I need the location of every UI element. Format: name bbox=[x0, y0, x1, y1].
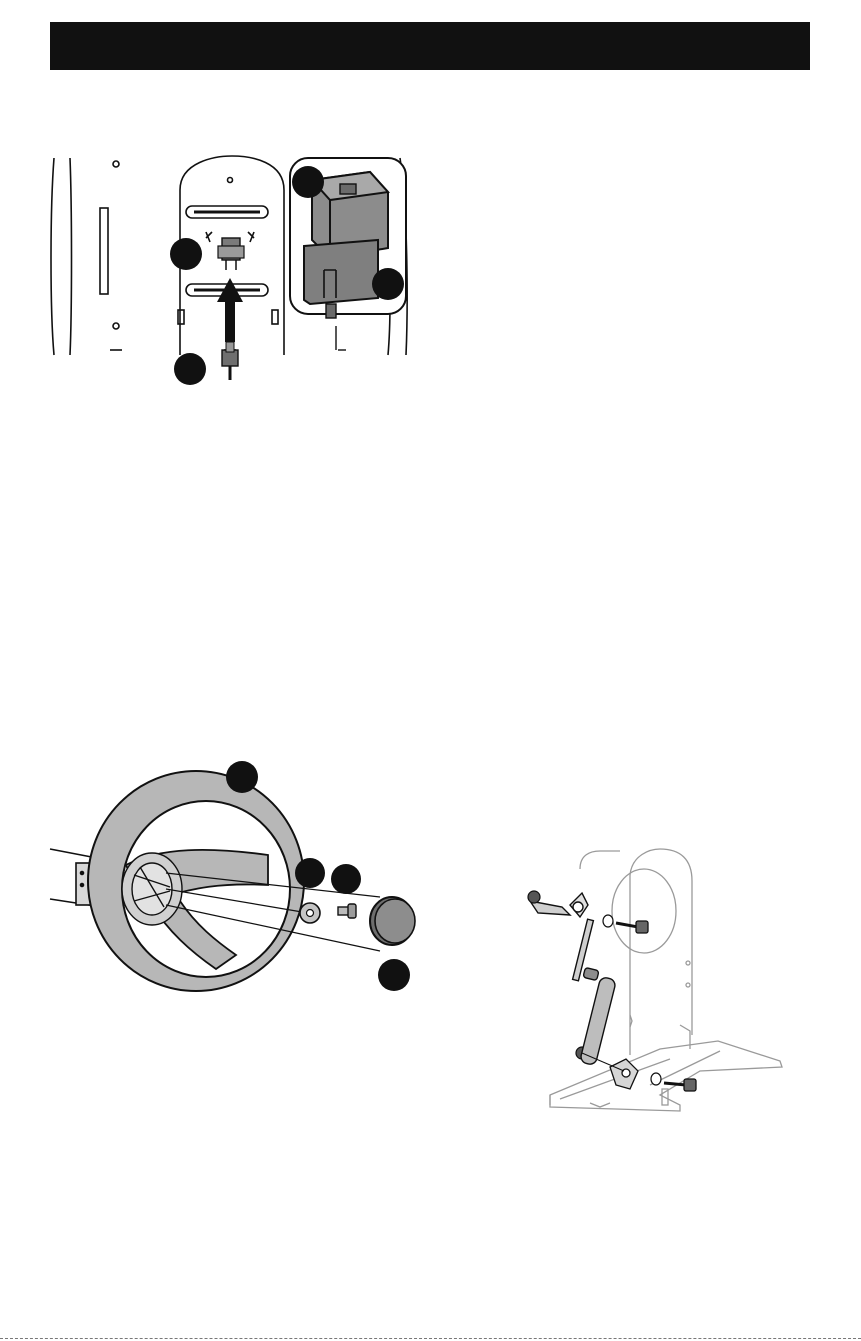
callout-dot bbox=[292, 166, 324, 198]
callout-dot bbox=[174, 353, 206, 385]
callout-dot bbox=[170, 238, 202, 270]
steering-wheel-figure bbox=[40, 755, 430, 1015]
callout-dot bbox=[226, 761, 258, 793]
bolt bbox=[338, 904, 356, 918]
callout-dot bbox=[372, 268, 404, 300]
seat-frame-outline bbox=[550, 849, 782, 1111]
page-edge-rule bbox=[0, 1338, 861, 1339]
harness-plug bbox=[222, 342, 238, 380]
steering-hub bbox=[122, 853, 182, 925]
panel-connector bbox=[218, 238, 244, 270]
lower-bracket bbox=[610, 1059, 638, 1089]
connector-figure bbox=[40, 150, 420, 390]
gas-strut-figure bbox=[520, 845, 820, 1145]
left-panel-outline bbox=[51, 158, 122, 355]
hub-cap bbox=[370, 897, 415, 945]
callout-dot bbox=[295, 858, 325, 888]
section-header-bar bbox=[50, 22, 810, 70]
steering-wheel-rim bbox=[88, 771, 304, 991]
gas-strut bbox=[573, 919, 617, 1065]
callout-dot bbox=[378, 959, 410, 991]
insert-arrow bbox=[217, 278, 243, 342]
callout-dot bbox=[331, 864, 361, 894]
washer bbox=[300, 903, 320, 923]
